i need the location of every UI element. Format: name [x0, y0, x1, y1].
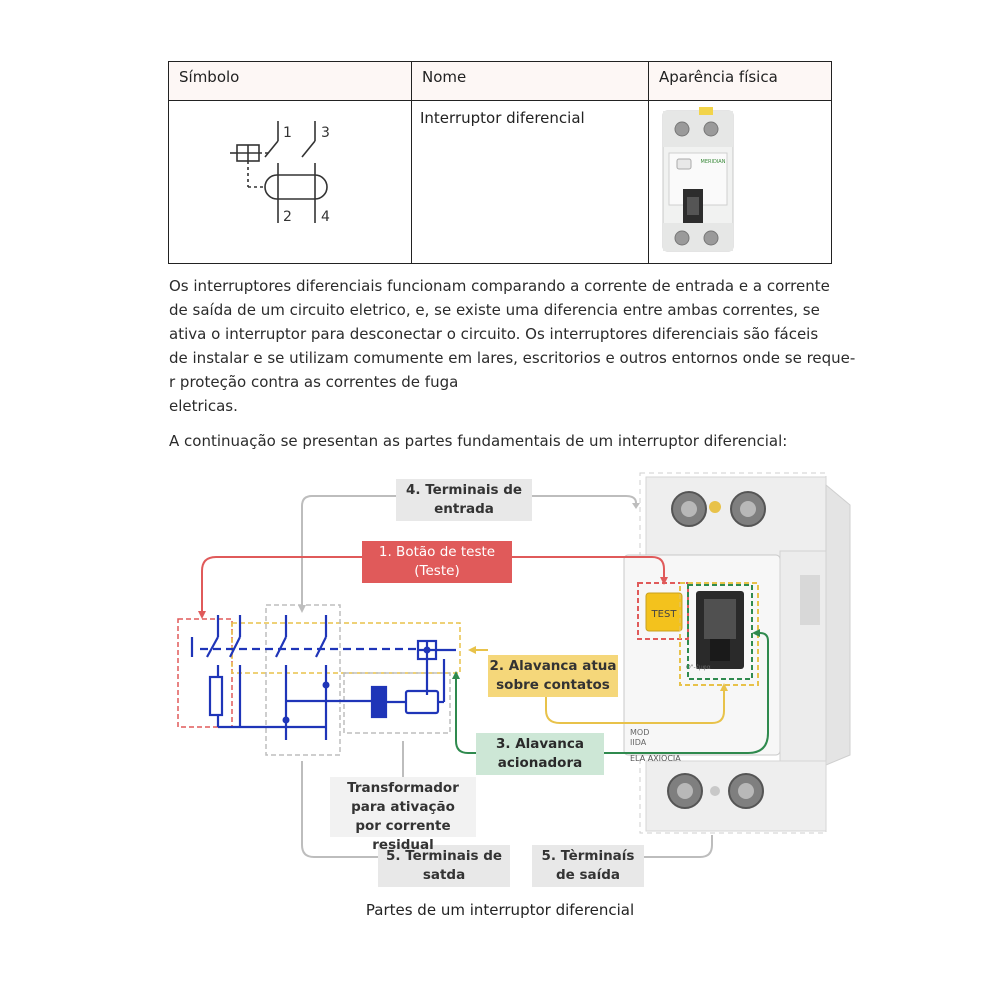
device-test-label: TEST — [651, 609, 678, 620]
gray-connectors — [301, 495, 713, 858]
device-model-line1: MOD — [630, 728, 649, 737]
label-output-right: 5. Tèrminaís de saída — [532, 847, 644, 885]
label-input-terminals: 4. Terminais de entrada — [396, 481, 532, 519]
label-line: 5. Tèrminaís — [541, 848, 635, 864]
terminal-4: 4 — [321, 209, 330, 225]
terminal-1: 1 — [283, 125, 292, 141]
label-line: satda — [422, 867, 466, 883]
lever-highlight-box — [687, 584, 753, 680]
label-box-output-left — [378, 845, 510, 887]
label-line: de saída — [555, 867, 621, 883]
figure-caption: Partes de um interruptor diferencial — [365, 901, 635, 919]
terminal-2: 2 — [283, 209, 292, 225]
paragraph-line: ativa o interruptor para desconectar o c… — [169, 325, 819, 343]
header-symbol: Símbolo — [168, 61, 412, 101]
header-appearance: Aparência física — [648, 61, 832, 101]
red-connector — [201, 556, 362, 613]
label-line: 2. Alavanca atua — [489, 658, 617, 674]
label-line: 1. Botão de teste — [378, 544, 496, 560]
device-brand-line: ELA AXIOCIA — [630, 754, 681, 763]
paragraph-line: de saída de um circuito eletrico, e, se … — [169, 301, 820, 319]
comparison-table: Símbolo Nome Aparência física — [168, 61, 832, 264]
label-line: Transformador — [347, 780, 459, 796]
name-cell: Interruptor diferencial — [411, 100, 649, 264]
label-lever-contacts: 2. Alavanca atua sobre contatos — [488, 657, 618, 695]
terminal-3: 3 — [321, 125, 330, 141]
paragraph-line: eletricas. — [169, 397, 238, 415]
table-header-row: Símbolo Nome Aparência física — [168, 61, 832, 101]
diagram-graphics: TEST MOD IIDA ELA AXIOCIA Ο"-έμφα — [177, 472, 851, 887]
device-side-text: Ο"-έμφα — [686, 664, 711, 671]
label-box-lever-contacts — [488, 655, 618, 697]
label-transformer: Transformador para ativação por corrente… — [330, 779, 476, 855]
label-line: 5. Terminais de — [385, 848, 503, 864]
appearance-cell: MERIDIAN — [648, 100, 832, 264]
label-box-actuating — [476, 733, 604, 775]
symbol-cell: 1 3 2 4 — [168, 100, 412, 264]
rcd-parts-diagram: TEST MOD IIDA ELA AXIOCIA Ο"-έμφα — [0, 465, 1000, 935]
rcd-device-image: MERIDIAN — [662, 107, 734, 252]
paragraph-line: Os interruptores diferenciais funcionam … — [169, 277, 830, 295]
paragraph-line: de instalar e se utilizam comumente em l… — [169, 349, 856, 367]
green-connector — [455, 679, 476, 754]
label-actuating-lever: 3. Alavanca acionadora — [476, 735, 604, 773]
label-output-left: 5. Terminais de satda — [378, 847, 510, 885]
label-test-button: 1. Botão de teste (Teste) — [362, 543, 512, 581]
red-connector-right — [512, 556, 665, 579]
label-line: 4. Terminais de — [405, 482, 523, 498]
intro-paragraph: A continuação se presentan as partes fun… — [169, 432, 788, 450]
label-line: sobre contatos — [496, 677, 610, 693]
label-box-input — [396, 479, 532, 521]
description-paragraph: Os interruptores diferenciais funcionam … — [169, 274, 856, 418]
label-box-transformer — [330, 777, 476, 837]
rcd-symbol-icon: 1 3 2 4 — [230, 121, 330, 225]
device-illustration: TEST MOD IIDA ELA AXIOCIA Ο"-έμφα — [623, 472, 851, 834]
label-line: (Teste) — [414, 563, 460, 579]
label-line: por corrente residual — [355, 818, 451, 853]
label-line: entrada — [434, 501, 494, 517]
schematic-transformer-box — [343, 672, 451, 734]
device-brand: MERIDIAN — [701, 159, 726, 165]
blue-schematic — [190, 615, 456, 740]
schematic-terminals-box — [265, 604, 341, 756]
label-box-output-right — [532, 845, 644, 887]
label-line: para ativação — [351, 799, 455, 815]
device-model-line2: IIDA — [630, 738, 647, 747]
header-name: Nome — [411, 61, 649, 101]
label-line: 3. Alavanca — [495, 736, 585, 752]
yellow-connector — [545, 689, 725, 724]
label-box-test — [362, 541, 512, 583]
label-line: acionadora — [497, 755, 583, 771]
paragraph-line: r proteção contra as correntes de fuga — [169, 373, 459, 391]
table-row: 1 3 2 4 Interruptor diferencial MERIDIAN — [168, 100, 832, 264]
schematic-test-box — [177, 618, 233, 728]
